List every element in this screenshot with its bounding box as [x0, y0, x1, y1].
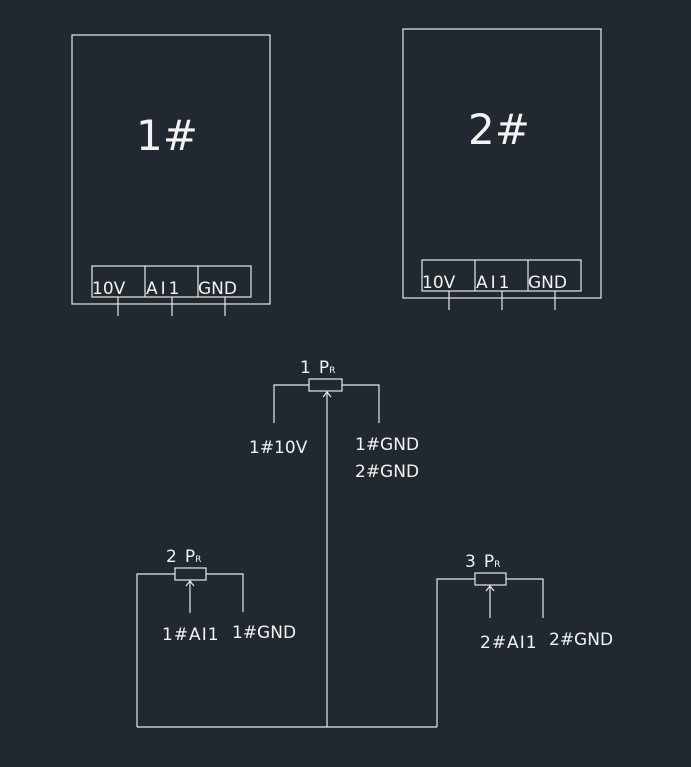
wire-label: 2#GND [549, 630, 613, 650]
wire-label: 2#AI1 [480, 633, 538, 653]
terminal-label: GND [528, 273, 567, 293]
terminal-label: 10V [92, 279, 126, 299]
drive-2: 2# 10V AI1 GND [402, 28, 602, 310]
drive-1-box [71, 34, 271, 305]
resistor-symbol [308, 378, 343, 392]
terminal-label: 10V [422, 273, 456, 293]
wire-label: 1#AI1 [162, 625, 220, 645]
terminal-label: GND [198, 279, 237, 299]
drive-1-title: 1# [136, 111, 198, 160]
wire-label: 1#GND [355, 435, 419, 455]
resistor-symbol [474, 572, 507, 586]
terminal-label: AI1 [476, 273, 512, 293]
drive-2-title: 2# [468, 105, 530, 154]
drive-1: 1# 10V AI1 GND [71, 34, 271, 316]
wire-label: 1#10V [249, 438, 308, 458]
drive-2-box [402, 28, 602, 299]
wire-label: 1#GND [232, 623, 296, 643]
terminal-label: AI1 [146, 279, 182, 299]
wire-label: 2#GND [355, 462, 419, 482]
resistor-symbol [174, 567, 207, 581]
